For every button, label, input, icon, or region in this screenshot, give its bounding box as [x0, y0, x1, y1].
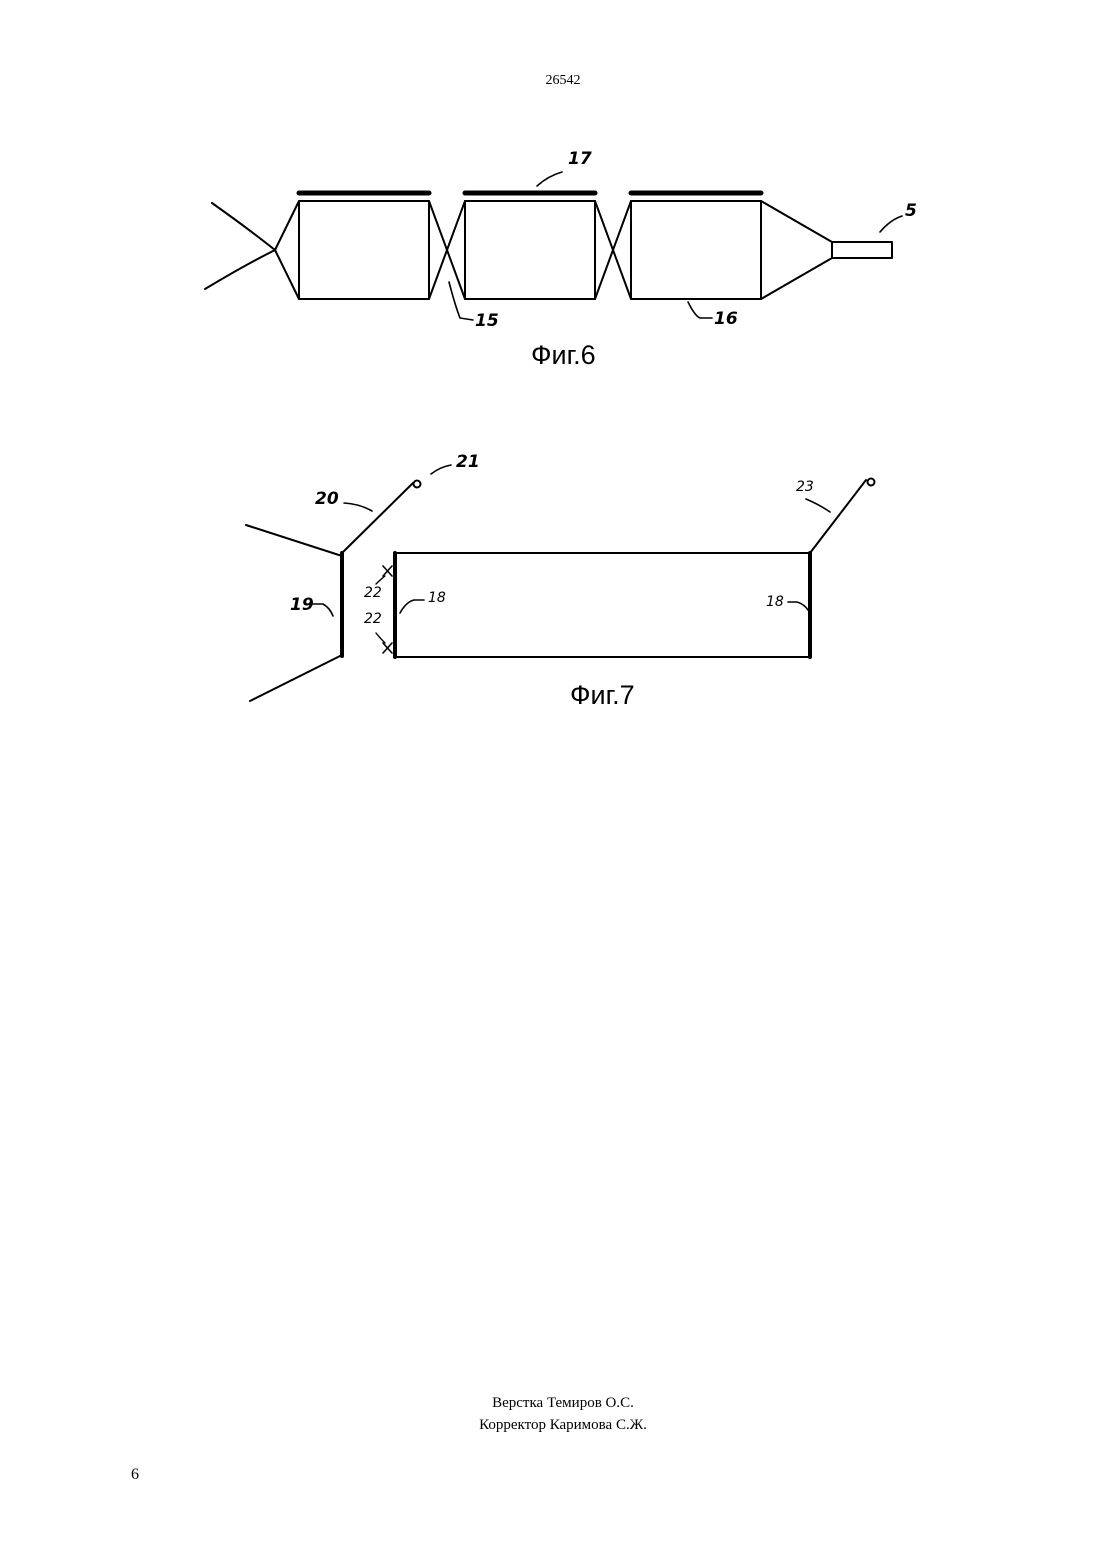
chamber-2 — [465, 201, 595, 299]
chamber-3 — [631, 201, 761, 299]
layout-credit: Верстка Темиров О.С. — [0, 1392, 1100, 1414]
flap-lower-line — [250, 655, 342, 701]
ref-21: 21 — [456, 454, 480, 471]
cone-left-top — [275, 201, 299, 250]
figure-6-drawing — [205, 172, 902, 320]
net-panel — [395, 553, 810, 657]
outlet-pipe — [832, 242, 892, 258]
ref-18-left: 18 — [428, 591, 446, 605]
figure-7-caption: Фиг.7 — [570, 680, 635, 711]
ref-5: 5 — [905, 203, 917, 220]
leader-23 — [806, 499, 830, 512]
leader-22-upper — [376, 576, 385, 584]
figure-6-caption: Фиг.6 — [531, 340, 596, 371]
fastener-22-lower — [383, 643, 392, 653]
leader-18-right — [788, 602, 808, 610]
rod-20 — [342, 483, 413, 553]
inlet-line-upper — [212, 203, 275, 250]
cone-left-bottom — [275, 250, 299, 299]
cone-right-top — [761, 201, 832, 242]
ref-16: 16 — [714, 311, 738, 328]
rod-right — [810, 480, 866, 553]
ref-17: 17 — [568, 151, 592, 168]
patent-drawings — [0, 0, 1100, 760]
fastener-22-upper — [383, 566, 392, 576]
leader-5 — [880, 216, 902, 232]
flap-upper-line — [246, 525, 342, 556]
figure-7-drawing — [246, 465, 875, 701]
leader-16 — [688, 302, 712, 318]
ref-22-upper: 22 — [364, 586, 382, 600]
proof-credit: Корректор Каримова С.Ж. — [0, 1414, 1100, 1436]
leader-19 — [312, 604, 333, 616]
hook-right — [868, 479, 875, 486]
page-number: 6 — [131, 1466, 139, 1484]
chamber-1 — [299, 201, 429, 299]
ref-18-right: 18 — [766, 595, 784, 609]
ref-20: 20 — [315, 491, 339, 508]
ref-19: 19 — [290, 597, 314, 614]
leader-21 — [431, 465, 451, 474]
leader-17 — [537, 172, 562, 186]
ref-23: 23 — [796, 480, 814, 494]
ref-15: 15 — [475, 313, 499, 330]
ref-22-lower: 22 — [364, 612, 382, 626]
leader-20 — [344, 503, 372, 511]
inlet-line-lower — [205, 250, 275, 289]
leader-18-left — [400, 600, 424, 613]
leader-22-lower — [376, 633, 385, 643]
hook-21 — [414, 481, 421, 488]
footer-credits: Верстка Темиров О.С. Корректор Каримова … — [0, 1392, 1100, 1436]
cone-right-bottom — [761, 258, 832, 299]
